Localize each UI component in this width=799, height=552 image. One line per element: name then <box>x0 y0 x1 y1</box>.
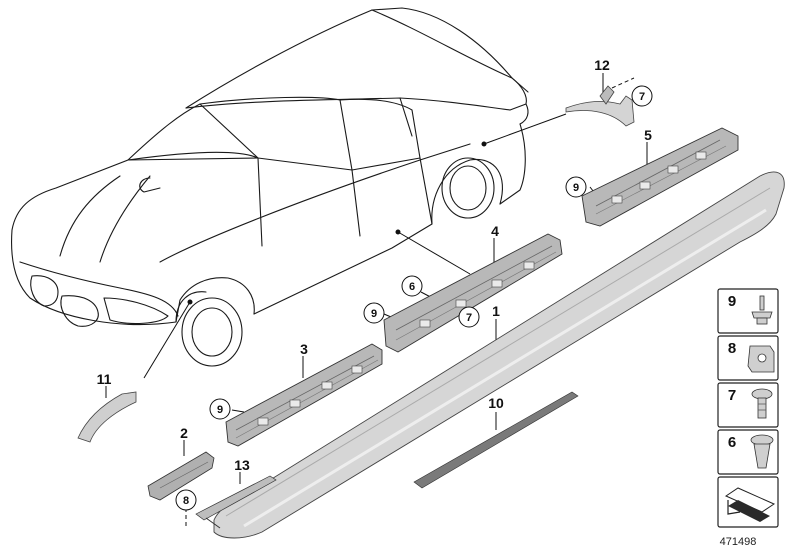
arrow-icon <box>724 487 776 522</box>
fastener-legend: 9 8 7 6 <box>717 288 779 528</box>
callout-2: 2 <box>180 425 188 441</box>
bolt-icon <box>751 388 773 419</box>
part-5-rear-bracket <box>581 127 739 227</box>
screw-icon <box>751 295 773 325</box>
car-illustration <box>11 7 529 367</box>
part-10-protective-strip <box>413 391 579 489</box>
diagram-id: 471498 <box>720 536 757 548</box>
callout-labels: 12 5 4 3 1 10 11 2 13 <box>97 57 653 473</box>
callout-13: 13 <box>234 457 250 473</box>
callout-12: 12 <box>594 57 610 73</box>
part-12-trim-piece <box>565 85 635 127</box>
part-1-side-sill-panel <box>213 171 785 539</box>
circle-callout-8 <box>175 489 197 511</box>
callout-9-front: 9 <box>217 404 223 416</box>
part-2-clip-holder <box>147 451 215 501</box>
circled-callouts <box>175 85 653 511</box>
callout-4: 4 <box>491 223 499 239</box>
part-11-wheel-arch-trim <box>77 391 137 443</box>
legend-label-6: 6 <box>728 434 736 451</box>
circle-callout-7-top <box>631 85 653 107</box>
callout-9-mid: 9 <box>371 308 377 320</box>
callout-5: 5 <box>644 127 652 143</box>
circle-callout-9-mid <box>363 302 385 324</box>
callout-9-rear: 9 <box>573 182 579 194</box>
callout-8: 8 <box>183 495 189 507</box>
callout-3: 3 <box>300 341 308 357</box>
part-3-front-bracket <box>225 343 383 447</box>
callout-10: 10 <box>488 395 504 411</box>
circle-callout-9-rear <box>565 176 587 198</box>
legend-label-7: 7 <box>728 387 736 404</box>
callout-7-mid: 7 <box>466 312 472 324</box>
clip-nut-icon <box>747 345 775 373</box>
callout-11: 11 <box>97 371 112 387</box>
part-13-mounting-rail <box>195 475 277 529</box>
callout-1: 1 <box>492 303 500 319</box>
legend-label-9: 9 <box>728 293 736 310</box>
circled-callout-labels: 7 9 6 7 9 9 8 <box>183 91 645 507</box>
circle-callout-7-mid <box>458 306 480 328</box>
circle-callout-9-front <box>209 398 231 420</box>
circle-callout-6 <box>401 275 423 297</box>
part-4-center-bracket <box>383 233 563 353</box>
callout-7-top: 7 <box>639 91 645 103</box>
callout-6: 6 <box>409 281 415 293</box>
expansion-rivet-icon <box>750 434 774 469</box>
legend-label-8: 8 <box>728 340 736 357</box>
